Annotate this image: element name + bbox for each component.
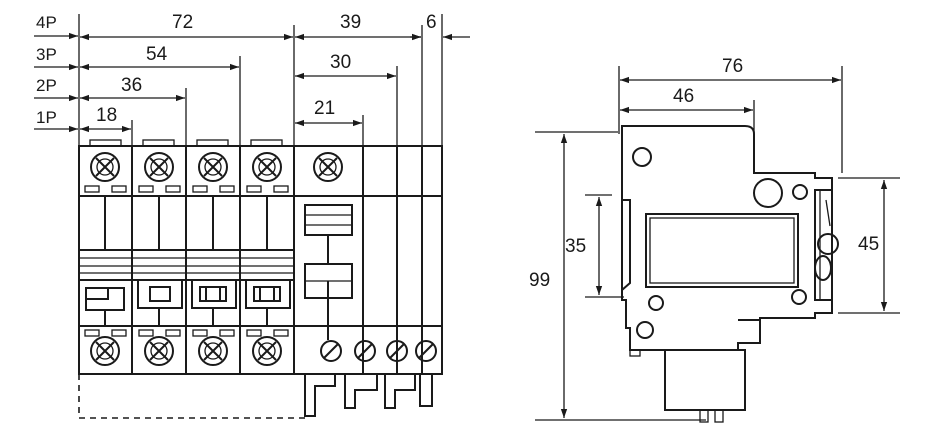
toggle-band [78, 249, 295, 281]
pole-label-2p: 2P [36, 76, 57, 95]
side-dim-35: 35 [565, 197, 603, 295]
svg-text:35: 35 [565, 236, 586, 257]
side-dim-76: 76 [620, 56, 841, 84]
svg-text:18: 18 [96, 105, 117, 126]
side-holes [632, 147, 808, 339]
small-screw-icon [386, 340, 408, 362]
screw-icon [252, 152, 282, 182]
svg-text:6: 6 [426, 12, 437, 33]
side-dim-46: 46 [620, 86, 753, 114]
svg-text:21: 21 [314, 98, 335, 119]
side-lower-block [629, 319, 761, 423]
side-label-window [645, 213, 799, 288]
width-dim-54: 54 [80, 44, 239, 71]
svg-text:39: 39 [340, 12, 361, 33]
screw-icon [198, 152, 228, 182]
accessory-module [304, 204, 437, 417]
front-extension-lines [78, 14, 443, 146]
width-dim-36: 36 [80, 75, 185, 102]
svg-text:76: 76 [722, 56, 743, 77]
svg-text:45: 45 [858, 234, 879, 255]
terminal-screws [90, 152, 343, 366]
screw-icon [90, 336, 120, 366]
side-extension-lines [535, 66, 900, 421]
svg-text:54: 54 [146, 44, 168, 65]
svg-text:36: 36 [121, 75, 142, 96]
pole-label-1p: 1P [36, 108, 57, 127]
pole-label-lines [34, 32, 78, 133]
screw-icon [90, 152, 120, 182]
svg-text:46: 46 [673, 86, 694, 107]
screw-icon [144, 152, 174, 182]
svg-text:99: 99 [529, 270, 550, 291]
screw-icon [313, 152, 343, 182]
svg-text:30: 30 [330, 52, 351, 73]
side-dim-99: 99 [529, 134, 568, 418]
width-dim-72: 72 [80, 12, 293, 41]
small-screw-icon [354, 340, 376, 362]
side-view: 76 46 99 35 45 [529, 56, 900, 423]
side-dim-45: 45 [858, 180, 888, 311]
svg-text:72: 72 [172, 12, 193, 33]
small-screw-icon [320, 340, 342, 362]
pole-label-4p: 4P [36, 13, 57, 32]
side-toggle-lever [814, 189, 839, 301]
small-screw-icon [415, 340, 437, 362]
screw-icon [252, 336, 282, 366]
width-dim-18: 18 [80, 105, 131, 133]
screw-icon [198, 336, 228, 366]
pole-label-3p: 3P [36, 45, 57, 64]
accessory-dim-39: 39 [295, 12, 421, 41]
optional-accessory-outline [78, 374, 305, 419]
accessory-dim-21: 21 [295, 98, 362, 127]
side-body-outline [621, 125, 833, 351]
toggle-handles [85, 196, 291, 326]
screw-icon [144, 336, 174, 366]
accessory-dim-30: 30 [295, 52, 396, 80]
accessory-dim-6: 6 [410, 12, 470, 41]
front-view: 4P 3P 2P 1P 72 54 [34, 12, 470, 419]
